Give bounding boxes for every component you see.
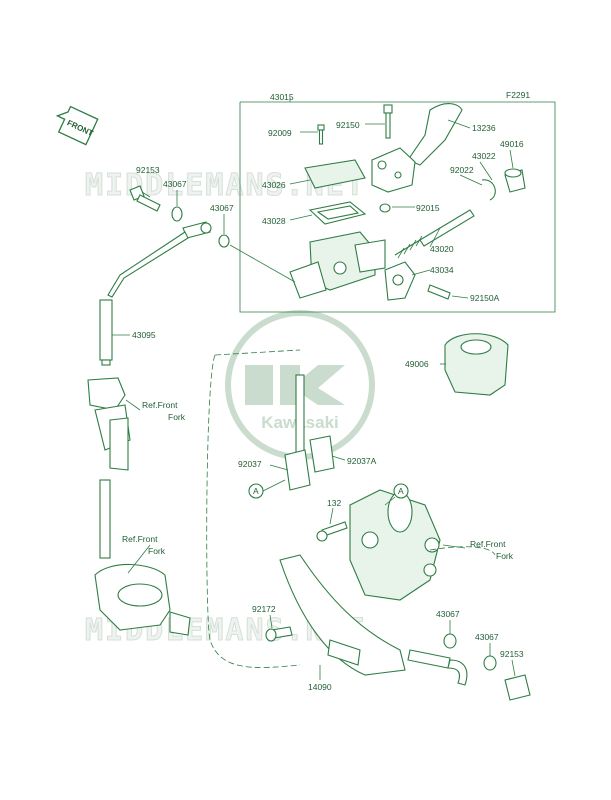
master-cylinder-box xyxy=(239,101,556,313)
callout-92153-top: 92153 xyxy=(136,165,160,175)
guide-92037A xyxy=(309,435,335,473)
diagram-code: F2291 xyxy=(506,90,530,100)
callout-43067-b: 43067 xyxy=(210,203,234,213)
callout-92037A: 92037A xyxy=(347,456,377,466)
ref-front-fork-2: Ref.Front xyxy=(122,534,158,544)
lever-13236 xyxy=(371,103,463,193)
ref-front-fork-2-sub: Fork xyxy=(148,546,166,556)
svg-text:A: A xyxy=(398,486,404,496)
callout-92150A: 92150A xyxy=(470,293,500,303)
svg-text:A: A xyxy=(253,486,259,496)
callout-43067-a: 43067 xyxy=(163,179,187,189)
marker-a-left: A xyxy=(248,479,286,499)
piston-43020 xyxy=(394,209,475,259)
callout-49006: 49006 xyxy=(405,359,429,369)
callout-14090: 14090 xyxy=(308,682,332,692)
callout-43067-d: 43067 xyxy=(475,632,499,642)
clamp-43034 xyxy=(384,261,416,301)
caliper-body xyxy=(349,489,441,601)
washer-92015 xyxy=(379,203,391,213)
callout-92150: 92150 xyxy=(336,120,360,130)
ref-front-fork-1-sub: Fork xyxy=(168,412,186,422)
fork-outline-left xyxy=(206,354,301,668)
leader-lines xyxy=(112,119,516,680)
front-arrow-icon: FRONT xyxy=(55,105,99,146)
guide-92037 xyxy=(284,374,311,491)
circlip-92022 xyxy=(481,179,496,201)
callout-132: 132 xyxy=(327,498,341,508)
bolt-132 xyxy=(316,521,348,542)
bolt-92172 xyxy=(265,626,293,642)
hose-lower-segment xyxy=(99,479,111,559)
screw-92009 xyxy=(317,124,325,145)
hose-clamp-upper xyxy=(87,377,131,471)
cap-43026 xyxy=(304,159,366,189)
callout-43028: 43028 xyxy=(262,216,286,226)
marker-a-right: A xyxy=(384,483,409,506)
callout-43020: 43020 xyxy=(430,244,454,254)
bolt-92150A xyxy=(427,284,451,300)
callout-43067-c: 43067 xyxy=(436,609,460,619)
bolt-92153 xyxy=(129,185,161,212)
callout-43022: 43022 xyxy=(472,151,496,161)
brake-hose-43095 xyxy=(99,221,212,366)
callout-43015: 43015 xyxy=(270,92,294,102)
callout-13236: 13236 xyxy=(472,123,496,133)
cover-49006 xyxy=(444,333,509,396)
callout-92009: 92009 xyxy=(268,128,292,138)
washer-43067-a xyxy=(171,206,183,222)
ref-front-fork-1: Ref.Front xyxy=(142,400,178,410)
callout-49016: 49016 xyxy=(500,139,524,149)
diaphragm-43028 xyxy=(308,201,367,225)
callout-92153-bottom: 92153 xyxy=(500,649,524,659)
hose-clamp-lower xyxy=(94,563,191,636)
washer-43067-b xyxy=(218,234,230,248)
ref-front-fork-3-sub: Fork xyxy=(496,551,514,561)
callout-43026: 43026 xyxy=(262,180,286,190)
callout-92037: 92037 xyxy=(238,459,262,469)
callout-43095: 43095 xyxy=(132,330,156,340)
hose-fitting-lower xyxy=(407,633,531,701)
boot-49016 xyxy=(504,168,526,193)
callout-92022: 92022 xyxy=(450,165,474,175)
callout-92015: 92015 xyxy=(416,203,440,213)
bolt-92150 xyxy=(383,104,393,139)
brake-pad-14090 xyxy=(279,554,406,676)
ref-front-fork-3: Ref.Front xyxy=(470,539,506,549)
master-cylinder-body xyxy=(289,231,386,299)
callout-92172: 92172 xyxy=(252,604,276,614)
callout-43034: 43034 xyxy=(430,265,454,275)
